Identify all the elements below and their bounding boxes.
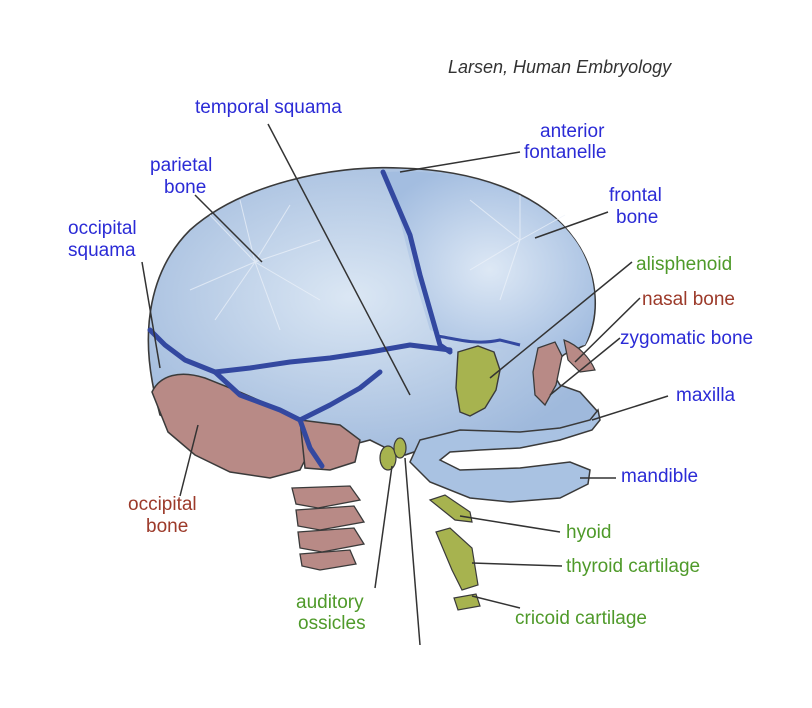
label-anterior-fontanelle-line1: anterior xyxy=(540,121,605,142)
leader-lines xyxy=(141,123,669,646)
label-parietal-bone-line2: bone xyxy=(164,177,207,198)
cervical-vertebrae xyxy=(291,485,366,571)
label-occipital-squama-line1: occipital xyxy=(68,218,137,239)
label-occipital-bone-line1: occipital xyxy=(128,494,197,515)
label-hyoid: hyoid xyxy=(566,522,612,543)
label-anterior-fontanelle-line2: fontanelle xyxy=(524,142,607,163)
sutures xyxy=(147,169,453,469)
label-frontal-bone-line1: frontal xyxy=(609,185,662,206)
label-parietal-bone-line1: parietal xyxy=(150,155,213,176)
occipital-bone xyxy=(151,373,311,479)
auditory-ossicles xyxy=(379,437,407,471)
alisphenoid xyxy=(455,345,501,417)
label-mandible: mandible xyxy=(621,466,699,487)
label-cricoid-cartilage: cricoid cartilage xyxy=(515,608,647,629)
label-occipital-bone-line2: bone xyxy=(146,516,189,537)
frontal-bone xyxy=(385,171,595,350)
label-temporal-squama: temporal squama xyxy=(195,97,342,118)
label-nasal-bone: nasal bone xyxy=(642,289,735,310)
label-auditory-ossicles-line2: ossicles xyxy=(298,613,366,634)
source-credit: Larsen, Human Embryology xyxy=(448,57,672,77)
label-alisphenoid: alisphenoid xyxy=(636,254,733,275)
label-frontal-bone-line2: bone xyxy=(616,207,659,228)
label-zygomatic-bone: zygomatic bone xyxy=(620,328,754,349)
label-maxilla: maxilla xyxy=(676,385,736,406)
label-auditory-ossicles-line1: auditory xyxy=(296,592,364,613)
label-occipital-squama-line2: squama xyxy=(68,240,136,261)
label-thyroid-cartilage: thyroid cartilage xyxy=(566,556,701,577)
laryngeal-cartilages xyxy=(428,494,481,611)
maxilla-mandible xyxy=(409,408,601,503)
